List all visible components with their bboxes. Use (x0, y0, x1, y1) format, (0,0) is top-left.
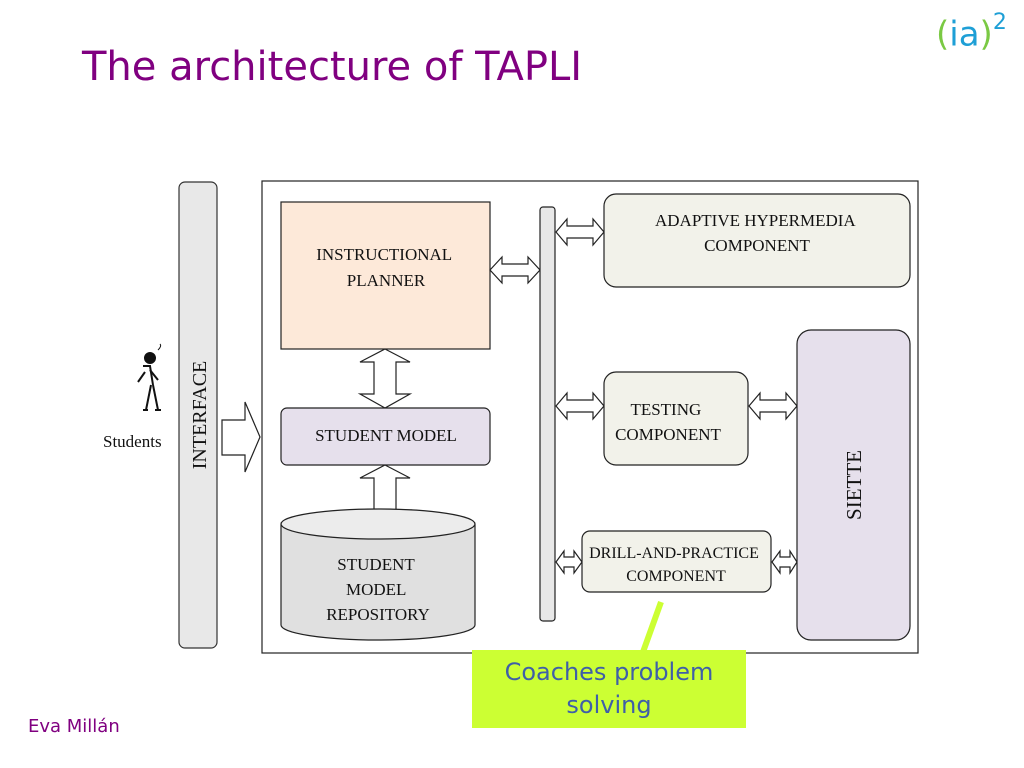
adaptive-hypermedia-label: ADAPTIVE HYPERMEDIA COMPONENT (655, 211, 859, 255)
author-name: Eva Millán (28, 716, 120, 737)
callout-line-2: solving (566, 691, 652, 719)
repository-line-1: STUDENT (337, 555, 415, 574)
instructional-planner-line-2: PLANNER (347, 271, 426, 290)
siette-label: SIETTE (842, 450, 866, 520)
instructional-planner-line-1: INSTRUCTIONAL (316, 245, 452, 264)
students-label: Students (103, 432, 162, 451)
instructional-planner-label: INSTRUCTIONAL PLANNER (316, 245, 456, 290)
callout-line-1: Coaches problem (504, 658, 714, 686)
coaches-callout: Coaches problem solving (472, 650, 746, 728)
drill-practice-box (581, 530, 772, 593)
testing-line-2: COMPONENT (615, 425, 721, 444)
repository-line-2: MODEL (346, 580, 406, 599)
testing-component-label: TESTING COMPONENT (615, 400, 721, 444)
student-model-label: STUDENT MODEL (315, 426, 457, 445)
students-to-interface-arrow (221, 401, 261, 473)
slide-title: The architecture of TAPLI (82, 44, 583, 90)
testing-component-box (603, 371, 749, 466)
repository-line-3: REPOSITORY (326, 605, 430, 624)
adaptive-line-2: COMPONENT (704, 236, 810, 255)
ia2-logo: (ia)2 (936, 10, 1007, 55)
drill-line-2: COMPONENT (626, 568, 726, 585)
drill-practice-label: DRILL-AND-PRACTICE COMPONENT (589, 545, 763, 585)
adaptive-hypermedia-box (603, 193, 911, 288)
logo-close-paren: ) (979, 14, 993, 55)
drill-line-1: DRILL-AND-PRACTICE (589, 545, 759, 562)
interface-bar (178, 181, 218, 649)
repository-label: STUDENT MODEL REPOSITORY (326, 555, 430, 624)
component-bus (539, 206, 556, 622)
instructional-planner-box (280, 201, 491, 350)
interface-label: INTERFACE (189, 361, 211, 470)
logo-superscript: 2 (992, 10, 1007, 35)
student-figure-icon (137, 343, 162, 411)
student-model-repository-cylinder (280, 508, 476, 641)
siette-box (796, 329, 911, 641)
adaptive-line-1: ADAPTIVE HYPERMEDIA (655, 211, 856, 230)
logo-text: ia (949, 14, 980, 55)
testing-line-1: TESTING (630, 400, 701, 419)
callout-pointer (640, 600, 664, 654)
logo-open-paren: ( (936, 14, 950, 55)
